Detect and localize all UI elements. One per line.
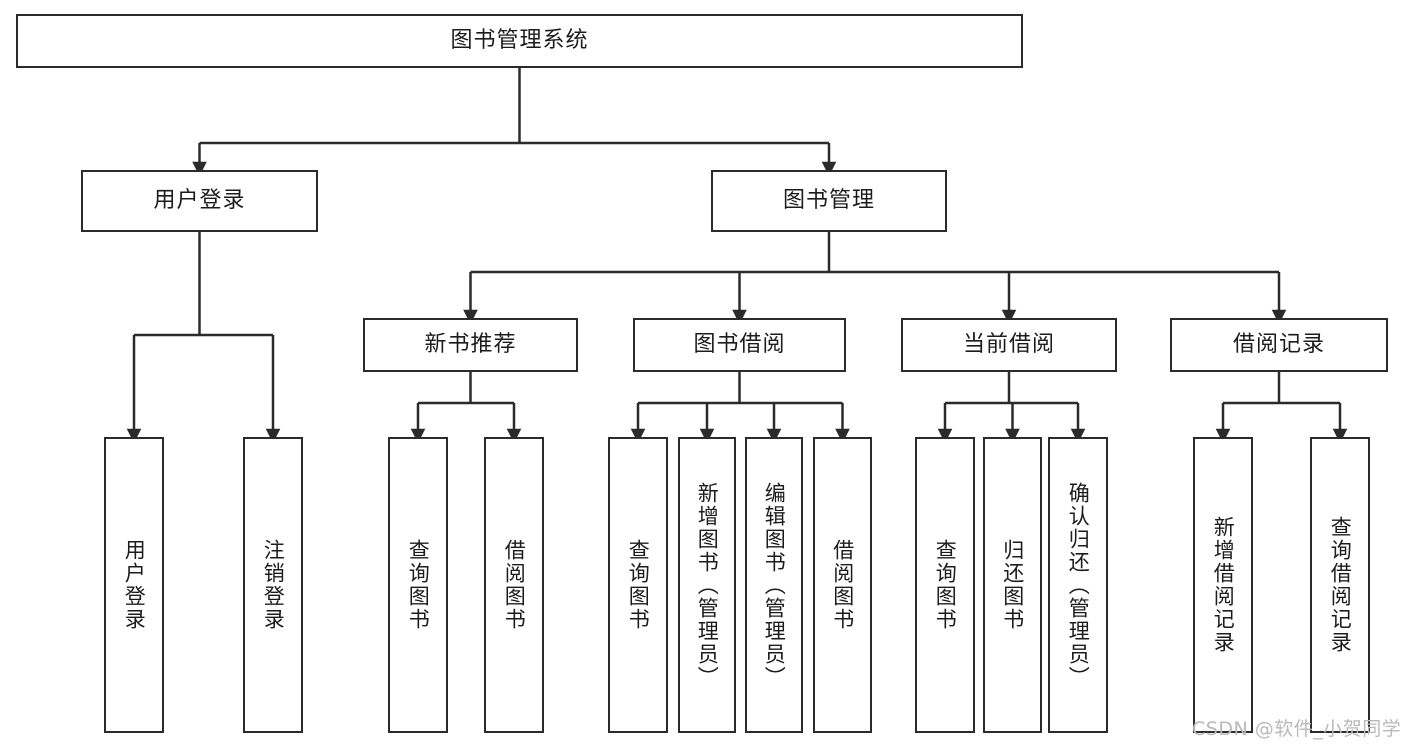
node-leaf-user-logout[interactable]: 注销登录 <box>243 437 303 733</box>
node-leaf-borrow-book-2[interactable]: 借阅图书 <box>813 437 872 733</box>
node-label: 新增借阅记录 <box>1211 516 1236 654</box>
node-label: 注销登录 <box>261 539 286 631</box>
node-leaf-confirm-return[interactable]: 确认归还（管理员） <box>1048 437 1108 733</box>
node-root-system[interactable]: 图书管理系统 <box>16 14 1023 68</box>
node-new-book-recommend[interactable]: 新书推荐 <box>363 318 578 372</box>
node-label: 归还图书 <box>1000 539 1025 631</box>
node-label: 查询图书 <box>626 539 651 631</box>
node-leaf-query-record[interactable]: 查询借阅记录 <box>1310 437 1370 733</box>
node-label: 确认归还（管理员） <box>1066 481 1091 689</box>
node-book-manage[interactable]: 图书管理 <box>711 170 947 232</box>
node-leaf-query-book-1[interactable]: 查询图书 <box>388 437 448 733</box>
node-user-login[interactable]: 用户登录 <box>81 170 318 232</box>
node-label: 用户登录 <box>122 539 147 631</box>
node-leaf-return-book[interactable]: 归还图书 <box>983 437 1042 733</box>
node-label: 借阅图书 <box>502 539 527 631</box>
node-label: 新增图书（管理员） <box>695 481 720 689</box>
node-label: 当前借阅 <box>962 331 1055 357</box>
node-leaf-add-record[interactable]: 新增借阅记录 <box>1193 437 1253 733</box>
node-leaf-query-book-2[interactable]: 查询图书 <box>608 437 668 733</box>
node-label: 图书借阅 <box>693 331 786 357</box>
node-leaf-add-book[interactable]: 新增图书（管理员） <box>678 437 736 733</box>
node-label: 借阅图书 <box>830 539 855 631</box>
node-leaf-user-login[interactable]: 用户登录 <box>104 437 164 733</box>
node-label: 查询图书 <box>933 539 958 631</box>
node-book-borrow[interactable]: 图书借阅 <box>633 318 846 372</box>
node-label: 编辑图书（管理员） <box>762 481 787 689</box>
node-label: 图书管理系统 <box>450 27 589 53</box>
node-label: 图书管理 <box>782 187 875 213</box>
watermark-label: CSDN @软件_小贺同学 <box>1192 718 1402 740</box>
node-leaf-borrow-book-1[interactable]: 借阅图书 <box>484 437 544 733</box>
node-label: 查询图书 <box>406 539 431 631</box>
node-leaf-query-book-3[interactable]: 查询图书 <box>915 437 975 733</box>
node-label: 查询借阅记录 <box>1328 516 1353 654</box>
node-current-borrow[interactable]: 当前借阅 <box>901 318 1117 372</box>
node-borrow-record[interactable]: 借阅记录 <box>1170 318 1388 372</box>
node-label: 借阅记录 <box>1232 331 1325 357</box>
node-label: 新书推荐 <box>424 331 517 357</box>
node-label: 用户登录 <box>153 187 246 213</box>
node-leaf-edit-book[interactable]: 编辑图书（管理员） <box>745 437 803 733</box>
